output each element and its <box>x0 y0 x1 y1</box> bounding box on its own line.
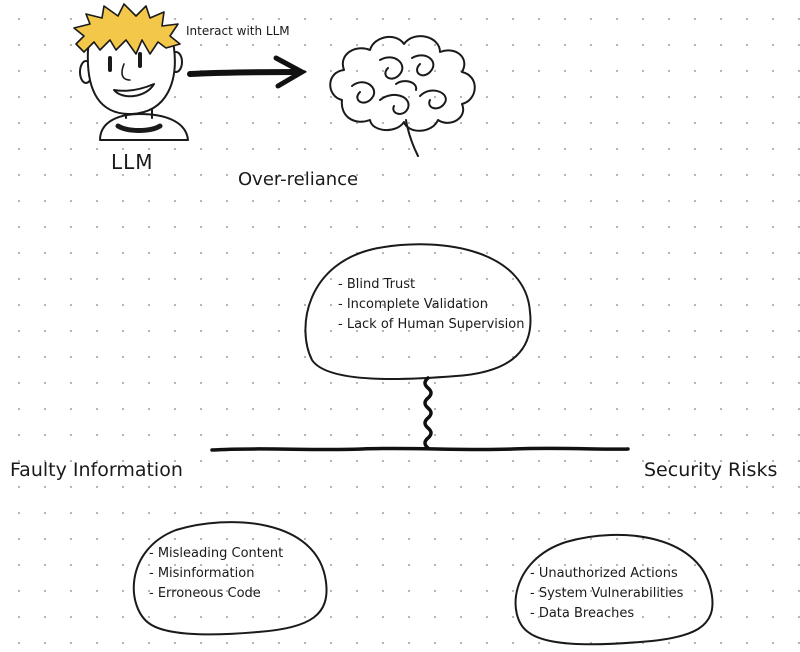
person-collar <box>115 123 163 133</box>
interact-arrow <box>187 55 308 89</box>
left-branch-title: Faulty Information <box>10 459 183 481</box>
arrow-label: Interact with LLM <box>186 24 290 38</box>
left-branch-item: - Misleading Content <box>149 546 284 561</box>
causes-item: - Incomplete Validation <box>338 297 488 312</box>
left-branch-list: - Misleading Content - Misinformation - … <box>149 544 283 604</box>
brain-label: Over-reliance <box>238 169 359 190</box>
causes-item: - Blind Trust <box>338 277 416 292</box>
left-branch-item: - Misinformation <box>149 566 255 581</box>
causes-list: - Blind Trust - Incomplete Validation - … <box>338 275 525 335</box>
brain-illustration <box>329 35 476 157</box>
causes-item: - Lack of Human Supervision <box>338 317 525 332</box>
right-branch-list: - Unauthorized Actions - System Vulnerab… <box>530 564 683 624</box>
person-illustration <box>73 3 189 141</box>
branch-line <box>210 446 630 452</box>
left-branch-blob <box>132 521 328 636</box>
right-branch-title: Security Risks <box>644 459 778 481</box>
person-label: LLM <box>111 150 154 174</box>
causes-blob <box>304 243 532 381</box>
right-branch-item: - Unauthorized Actions <box>530 566 678 581</box>
right-branch-item: - Data Breaches <box>530 606 635 621</box>
connector-squiggle <box>423 376 433 450</box>
right-branch-item: - System Vulnerabilities <box>530 586 684 601</box>
right-branch-blob <box>514 533 714 646</box>
left-branch-item: - Erroneous Code <box>149 586 261 601</box>
person-hair <box>73 3 181 55</box>
person-shoulders <box>99 113 189 141</box>
person-mouth <box>113 83 155 98</box>
person-nose <box>121 63 131 81</box>
